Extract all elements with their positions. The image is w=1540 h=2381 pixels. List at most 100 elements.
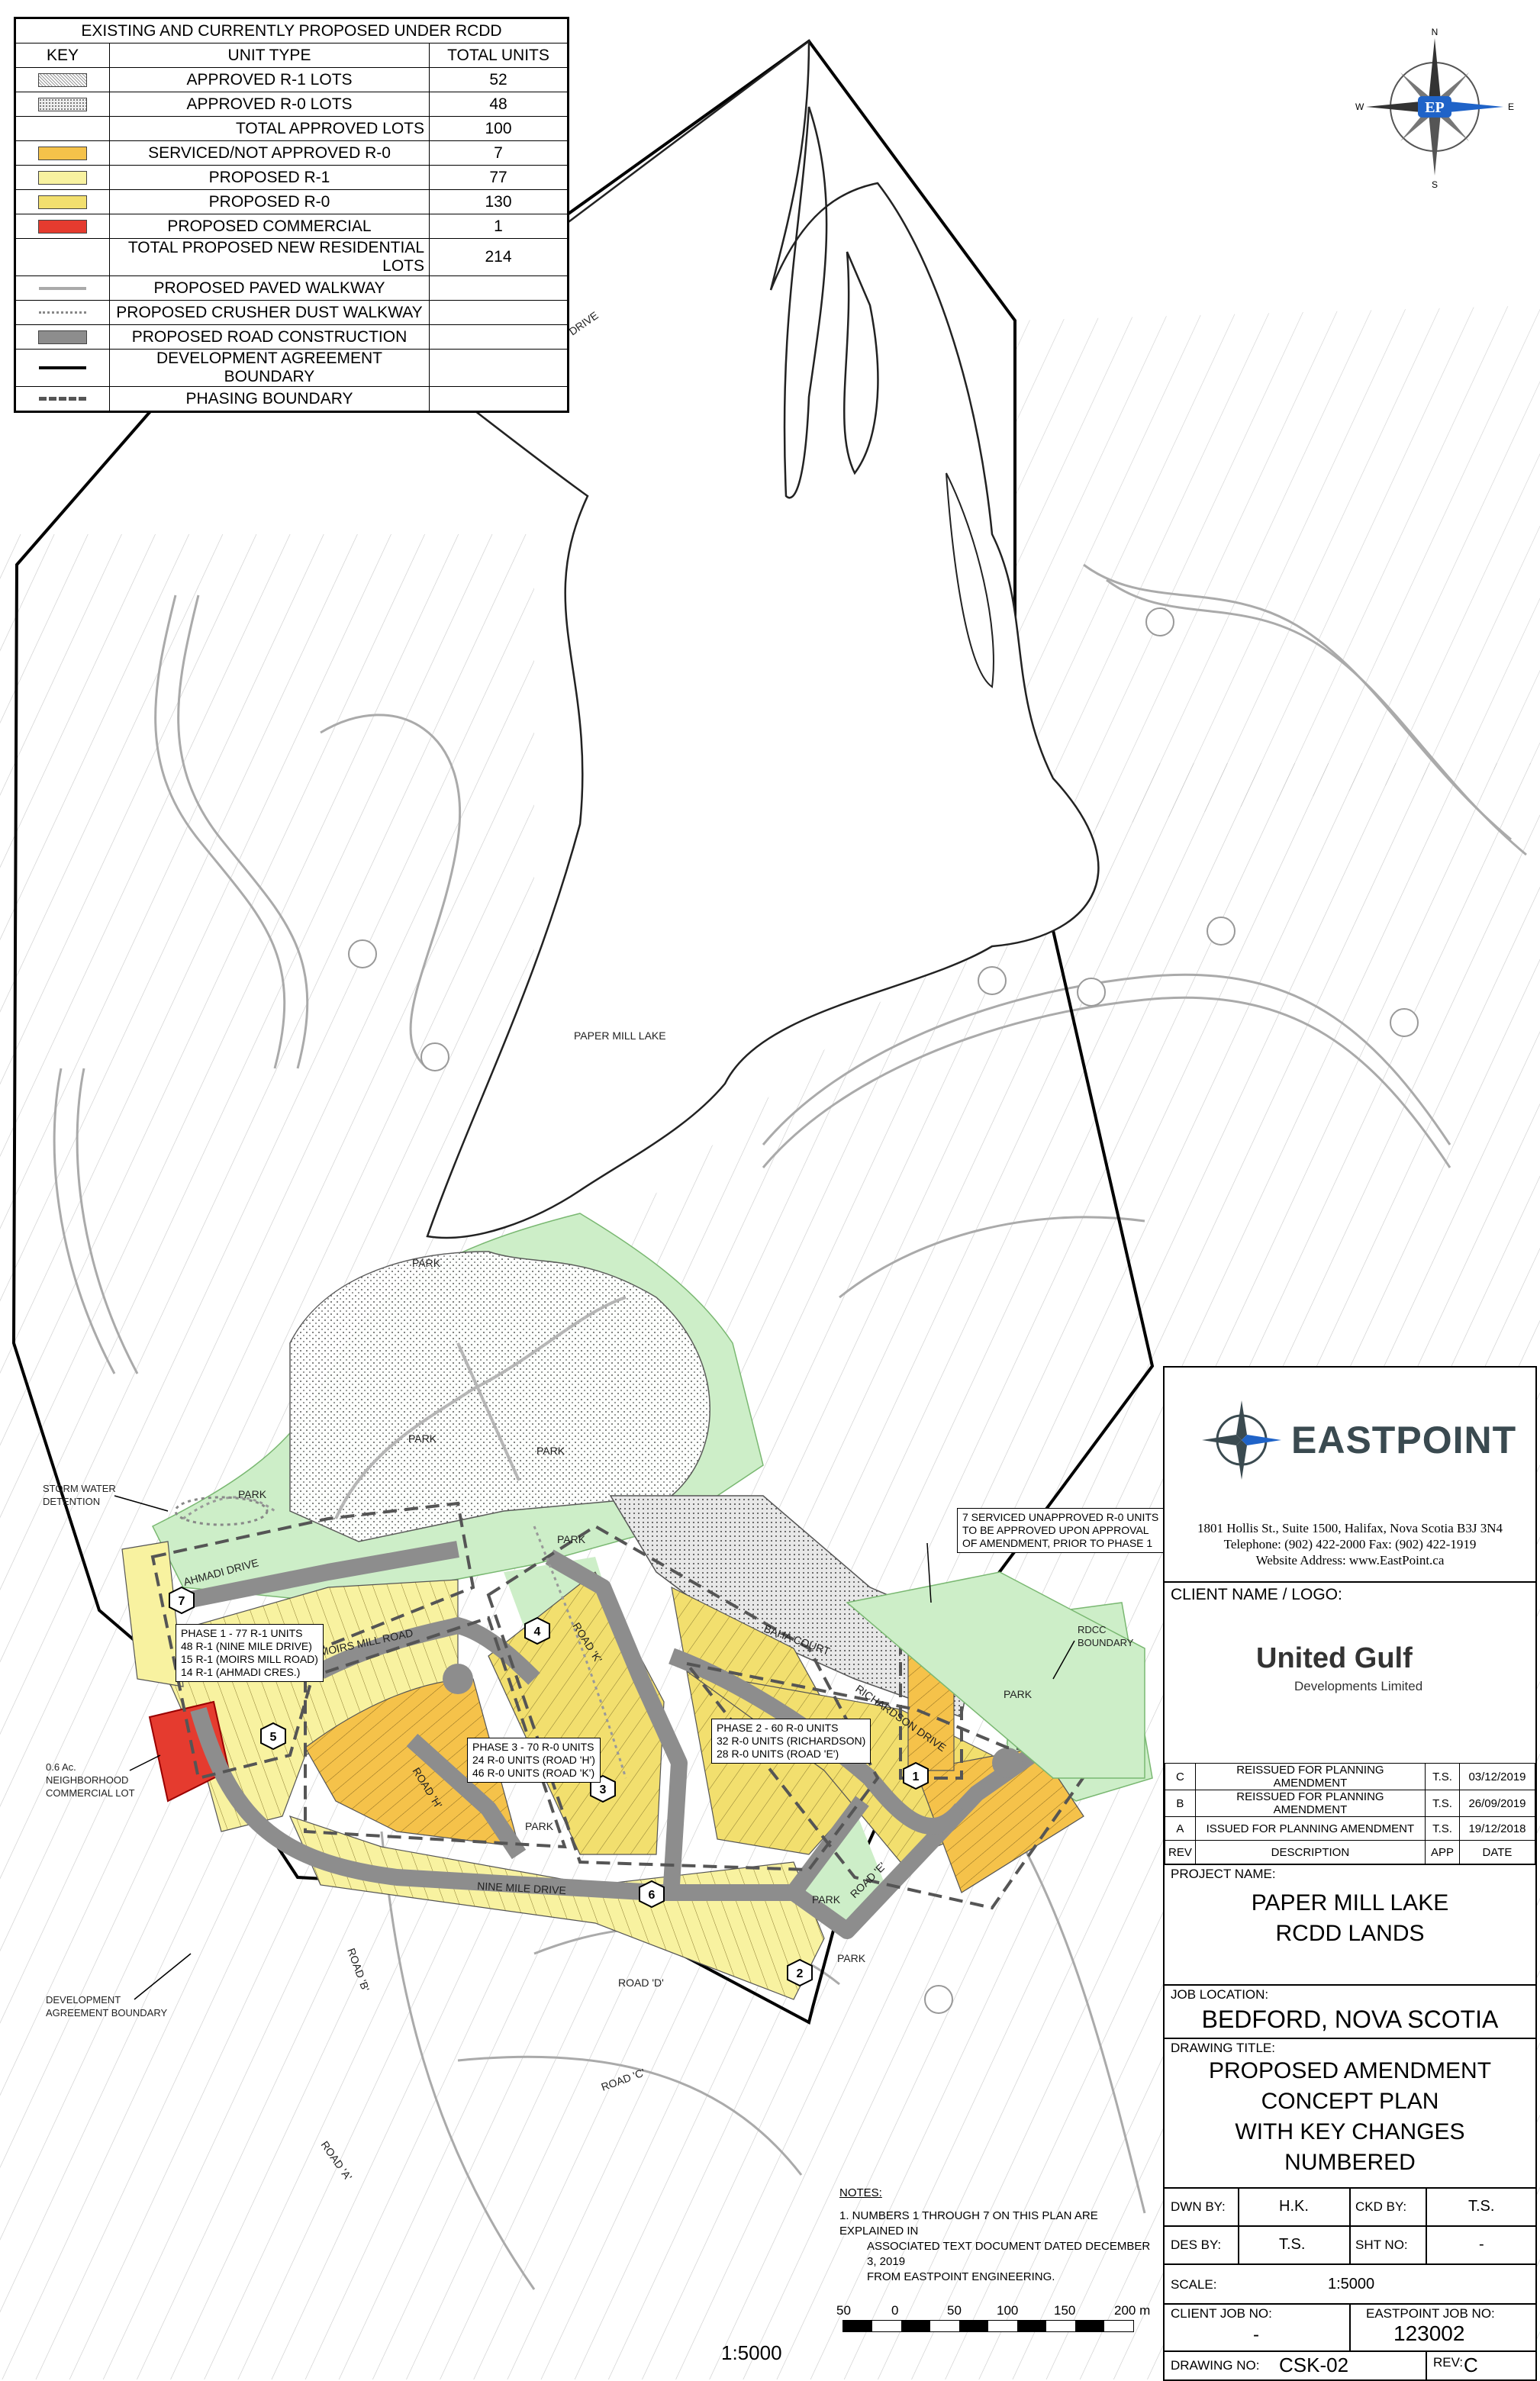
legend-row: APPROVED R-1 LOTS 52 bbox=[15, 67, 568, 92]
rev-label: REV: bbox=[1433, 2355, 1464, 2370]
scale-bar-graphic bbox=[842, 2320, 1134, 2332]
scale-tick: 50 bbox=[836, 2303, 851, 2318]
legend-header-key: KEY bbox=[15, 43, 110, 68]
project-name-line-1: PAPER MILL LAKE bbox=[1251, 1890, 1449, 1915]
revision-table: C REISSUED FOR PLANNING AMENDMENT T.S. 0… bbox=[1165, 1763, 1535, 1864]
legend-total: 48 bbox=[429, 92, 568, 117]
scale-tick: 0 bbox=[891, 2303, 899, 2318]
legend-swatch-phasing-boundary bbox=[39, 397, 86, 401]
scale-bar: 50 0 50 100 150 200 m bbox=[836, 2303, 1157, 2372]
des-by-value: T.S. bbox=[1279, 2236, 1306, 2253]
legend-total bbox=[429, 324, 568, 350]
eastpoint-job-label: EASTPOINT JOB NO: bbox=[1366, 2306, 1495, 2321]
legend-swatch-approved-r0 bbox=[38, 97, 87, 111]
phase-2-callout: PHASE 2 - 60 R-0 UNITS 32 R-0 UNITS (RIC… bbox=[711, 1719, 871, 1764]
job-location: BEDFORD, NOVA SCOTIA bbox=[1201, 2006, 1499, 2033]
svg-text:6: 6 bbox=[649, 1889, 656, 1902]
phase-2-title: PHASE 2 - 60 R-0 UNITS bbox=[717, 1722, 839, 1734]
legend-swatch-dev-boundary bbox=[39, 366, 86, 370]
legend-title: EXISTING AND CURRENTLY PROPOSED UNDER RC… bbox=[15, 18, 568, 43]
phase-1-callout: PHASE 1 - 77 R-1 UNITS 48 R-1 (NINE MILE… bbox=[176, 1624, 324, 1682]
legend-swatch-serviced bbox=[38, 146, 87, 160]
legend-label: PROPOSED CRUSHER DUST WALKWAY bbox=[109, 300, 430, 325]
scale-tick-labels: 50 0 50 100 150 200 m bbox=[836, 2303, 1157, 2320]
legend-swatch-crusher-walkway bbox=[39, 311, 86, 314]
revision-app: T.S. bbox=[1425, 1790, 1460, 1817]
park-label-5: PARK bbox=[557, 1533, 586, 1545]
legend-row: APPROVED R-0 LOTS 48 bbox=[15, 92, 568, 117]
client-job-label: CLIENT JOB NO: bbox=[1171, 2306, 1272, 2321]
revision-description: REISSUED FOR PLANNING AMENDMENT bbox=[1194, 1763, 1426, 1790]
legend-header-unit-type: UNIT TYPE bbox=[109, 43, 430, 68]
revision-header: DATE bbox=[1459, 1840, 1535, 1864]
legend-row: DEVELOPMENT AGREEMENT BOUNDARY bbox=[15, 349, 568, 387]
address-line: 1801 Hollis St., Suite 1500, Halifax, No… bbox=[1197, 1521, 1503, 1535]
legend-row: PROPOSED ROAD CONSTRUCTION bbox=[15, 324, 568, 350]
drawing-title-line: WITH KEY CHANGES bbox=[1235, 2119, 1465, 2144]
legend-row: PROPOSED R-1 77 bbox=[15, 165, 568, 190]
park-label-6: PARK bbox=[525, 1820, 554, 1832]
revision-date: 19/12/2018 bbox=[1459, 1816, 1535, 1841]
notes: NOTES: 1. NUMBERS 1 THROUGH 7 ON THIS PL… bbox=[839, 2186, 1160, 2285]
rdcc-label-2: BOUNDARY bbox=[1078, 1637, 1134, 1648]
client-logo-text: United Gulf bbox=[1256, 1642, 1413, 1674]
scale-value: 1:5000 bbox=[1328, 2276, 1375, 2292]
dwn-by-label: DWN BY: bbox=[1171, 2199, 1226, 2214]
paper-mill-lake bbox=[395, 39, 1100, 1239]
lake-label: PAPER MILL LAKE bbox=[574, 1029, 666, 1042]
revision-date: 26/09/2019 bbox=[1459, 1790, 1535, 1817]
legend-label: PROPOSED PAVED WALKWAY bbox=[109, 275, 430, 301]
legend-total bbox=[429, 300, 568, 325]
drawing-title-line: PROPOSED AMENDMENT bbox=[1208, 2058, 1492, 2083]
eastpoint-job-value: 123002 bbox=[1393, 2321, 1465, 2345]
phase-1-line: 15 R-1 (MOIRS MILL ROAD) bbox=[181, 1653, 318, 1665]
project-name-line-2: RCDD LANDS bbox=[1275, 1921, 1425, 1946]
marker-2: 2 bbox=[787, 1958, 813, 1987]
svg-text:2: 2 bbox=[797, 1967, 804, 1980]
svg-text:E: E bbox=[1508, 101, 1514, 112]
title-block: EASTPOINT 1801 Hollis St., Suite 1500, H… bbox=[1163, 1366, 1537, 2381]
company-address: 1801 Hollis St., Suite 1500, Halifax, No… bbox=[1165, 1520, 1535, 1568]
dwn-by-value: H.K. bbox=[1279, 2198, 1309, 2215]
legend-total: 7 bbox=[429, 140, 568, 166]
legend-row: PROPOSED CRUSHER DUST WALKWAY bbox=[15, 300, 568, 325]
revision-app: T.S. bbox=[1425, 1763, 1460, 1790]
park-label-3: PARK bbox=[536, 1445, 565, 1457]
proposed-roads bbox=[173, 1541, 1058, 1939]
road-d-label: ROAD 'D' bbox=[618, 1977, 664, 1989]
legend-label: DEVELOPMENT AGREEMENT BOUNDARY bbox=[109, 349, 430, 387]
svg-text:W: W bbox=[1355, 101, 1364, 112]
legend-label: PHASING BOUNDARY bbox=[109, 386, 430, 411]
park-label-4: PARK bbox=[238, 1488, 267, 1500]
phase-2-line: 32 R-0 UNITS (RICHARDSON) bbox=[717, 1735, 866, 1747]
commercial-label-2: NEIGHBORHOOD bbox=[46, 1774, 128, 1786]
phase-1-line: 14 R-1 (AHMADI CRES.) bbox=[181, 1666, 301, 1678]
svg-text:1: 1 bbox=[913, 1770, 920, 1783]
svg-text:EP: EP bbox=[1425, 99, 1445, 116]
legend-header-total: TOTAL UNITS bbox=[429, 43, 568, 68]
park-label-1: PARK bbox=[412, 1257, 441, 1269]
legend-label: PROPOSED R-1 bbox=[109, 165, 430, 190]
revision-rev: C bbox=[1165, 1763, 1196, 1790]
project-name-label: PROJECT NAME: bbox=[1171, 1867, 1276, 1881]
park-label-7: PARK bbox=[812, 1893, 841, 1906]
legend-row: PROPOSED PAVED WALKWAY bbox=[15, 275, 568, 301]
legend-swatch-commercial bbox=[38, 219, 87, 234]
storm-label-1: STORM WATER bbox=[43, 1483, 116, 1494]
legend-label: TOTAL APPROVED LOTS bbox=[109, 116, 430, 141]
legend-total: 130 bbox=[429, 189, 568, 214]
nine-mile-drive-label: NINE MILE DRIVE bbox=[477, 1880, 566, 1896]
revision-description: REISSUED FOR PLANNING AMENDMENT bbox=[1194, 1790, 1426, 1817]
phase-3-title: PHASE 3 - 70 R-0 UNITS bbox=[472, 1741, 594, 1753]
note-item: ASSOCIATED TEXT DOCUMENT DATED DECEMBER … bbox=[867, 2240, 1151, 2268]
rdcc-label-1: RDCC bbox=[1078, 1624, 1107, 1635]
marker-6: 6 bbox=[639, 1880, 665, 1909]
drawing-no-label: DRAWING NO: bbox=[1171, 2358, 1260, 2373]
key-change-markers: 1 2 3 4 5 6 7 bbox=[169, 1586, 929, 1987]
legend-row: PROPOSED COMMERCIAL 1 bbox=[15, 214, 568, 239]
park-label-9: PARK bbox=[1004, 1688, 1033, 1700]
map-scale-label: 1:5000 bbox=[721, 2341, 782, 2364]
revision-app: T.S. bbox=[1425, 1816, 1460, 1841]
legend-swatch-paved-walkway bbox=[39, 286, 86, 290]
svg-text:4: 4 bbox=[534, 1625, 541, 1638]
